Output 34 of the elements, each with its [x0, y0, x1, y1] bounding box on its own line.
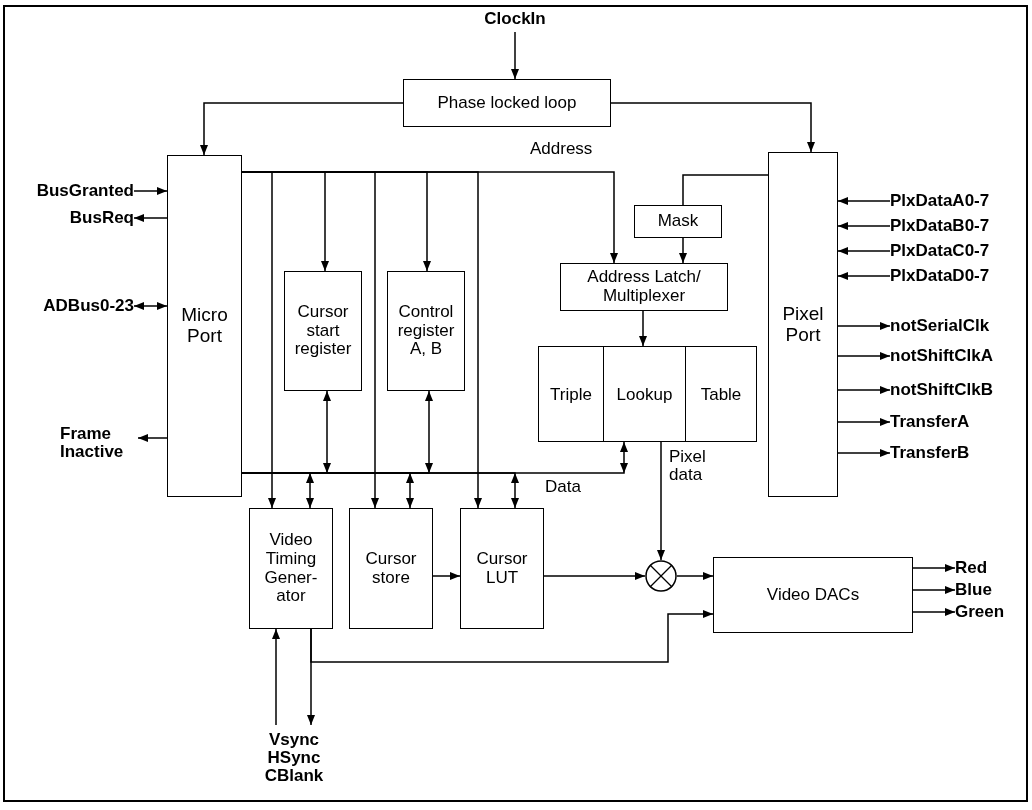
- port-block: Micro Port: [167, 155, 242, 497]
- signal-label: BusGranted: [4, 180, 134, 202]
- register-box: Control register A, B: [387, 271, 465, 391]
- signal-label: Frame Inactive: [60, 420, 138, 466]
- process-box: Address Latch/ Multiplexer: [560, 263, 728, 311]
- signal-label: ADBus0-23: [4, 295, 134, 317]
- port-block: Pixel Port: [768, 152, 838, 497]
- process-box: Video DACs: [713, 557, 913, 633]
- process-box: Phase locked loop: [403, 79, 611, 127]
- process-box: Video Timing Gener- ator: [249, 508, 333, 629]
- signal-label: TransferB: [890, 442, 1028, 464]
- signal-label: PlxDataC0-7: [890, 240, 1028, 262]
- signal-label: Green: [955, 602, 1027, 622]
- signal-label: notShiftClkA: [890, 345, 1028, 367]
- multiplier-circle: [645, 560, 677, 592]
- signal-label: Blue: [955, 580, 1027, 600]
- process-box: Cursor store: [349, 508, 433, 629]
- signal-label: ClockIn: [470, 6, 560, 32]
- table-section: Triple: [539, 347, 603, 441]
- signal-label: TransferA: [890, 411, 1028, 433]
- table-section: Table: [685, 347, 756, 441]
- lookup-table-box: [538, 346, 757, 442]
- process-box: Cursor LUT: [460, 508, 544, 629]
- table-section: Lookup: [603, 347, 685, 441]
- signal-label: Vsync HSync CBlank: [252, 725, 336, 791]
- signal-label: notShiftClkB: [890, 379, 1028, 401]
- register-box: Cursor start register: [284, 271, 362, 391]
- signal-label: Red: [955, 558, 1027, 578]
- signal-label: PlxDataB0-7: [890, 215, 1028, 237]
- signal-label: BusReq: [30, 207, 134, 229]
- signal-label: notSerialClk: [890, 315, 1028, 337]
- signal-label: PlxDataA0-7: [890, 190, 1028, 212]
- process-box: Mask: [634, 205, 722, 238]
- signal-label: PlxDataD0-7: [890, 265, 1028, 287]
